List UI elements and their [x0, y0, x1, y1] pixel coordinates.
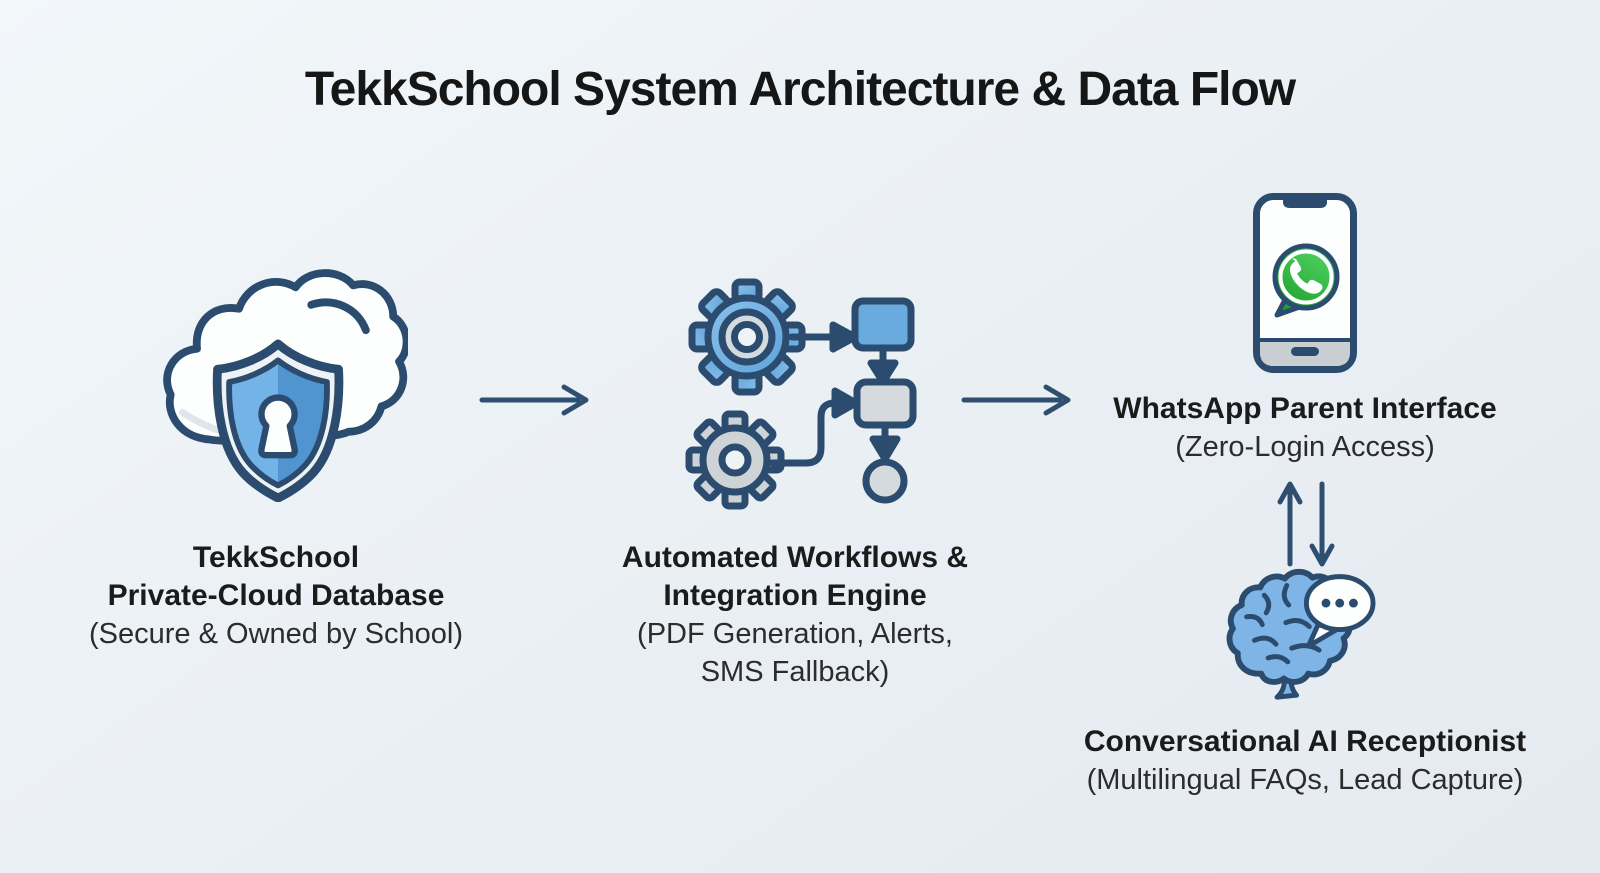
phone-home-bar: [1260, 338, 1350, 366]
arrow-right-icon: [961, 384, 1071, 416]
flowchart-arrows: [768, 321, 901, 467]
gear-gray-icon: [685, 410, 785, 510]
diagram-title: TekkSchool System Architecture & Data Fl…: [304, 63, 1296, 116]
phone-handset-glyph: [1290, 258, 1323, 294]
gear-blue-icon: [688, 278, 806, 396]
speech-bubble-icon: [1303, 574, 1376, 649]
phone-notch: [1283, 197, 1327, 208]
arrow-up-icon: [1277, 481, 1303, 567]
workflows-subtitle-line1: (PDF Generation, Alerts,: [637, 618, 953, 650]
database-title-line2: Private-Cloud Database: [107, 579, 445, 612]
label-database: TekkSchool Private-Cloud Database (Secur…: [16, 539, 536, 653]
database-title-line1: TekkSchool: [192, 541, 360, 574]
workflows-title-line2: Integration Engine: [663, 579, 927, 612]
label-workflows: Automated Workflows & Integration Engine…: [535, 539, 1055, 691]
whatsapp-logo-icon: [1272, 243, 1340, 318]
database-subtitle: (Secure & Owned by School): [89, 618, 463, 650]
workflows-title-line1: Automated Workflows &: [621, 541, 969, 574]
whatsapp-title: WhatsApp Parent Interface: [1113, 392, 1497, 425]
cloud-shield-lock-icon: [163, 269, 408, 502]
keyhole-icon: [258, 394, 298, 459]
shield-icon: [212, 339, 344, 502]
ai-title: Conversational AI Receptionist: [1083, 725, 1527, 758]
label-ai-receptionist: Conversational AI Receptionist (Multilin…: [1045, 723, 1565, 799]
smartphone-whatsapp-icon: [1253, 193, 1357, 373]
arrow-down-icon: [1309, 481, 1335, 567]
workflows-subtitle-line2: SMS Fallback): [700, 656, 890, 688]
arrow-right-icon: [479, 384, 589, 416]
whatsapp-subtitle: (Zero-Login Access): [1175, 431, 1435, 463]
flowchart-nodes: [851, 297, 917, 504]
brain-chat-icon: [1226, 568, 1376, 700]
ai-subtitle: (Multilingual FAQs, Lead Capture): [1086, 764, 1524, 796]
label-whatsapp: WhatsApp Parent Interface (Zero-Login Ac…: [1045, 390, 1565, 466]
gears-flowchart-icon: [685, 278, 917, 510]
